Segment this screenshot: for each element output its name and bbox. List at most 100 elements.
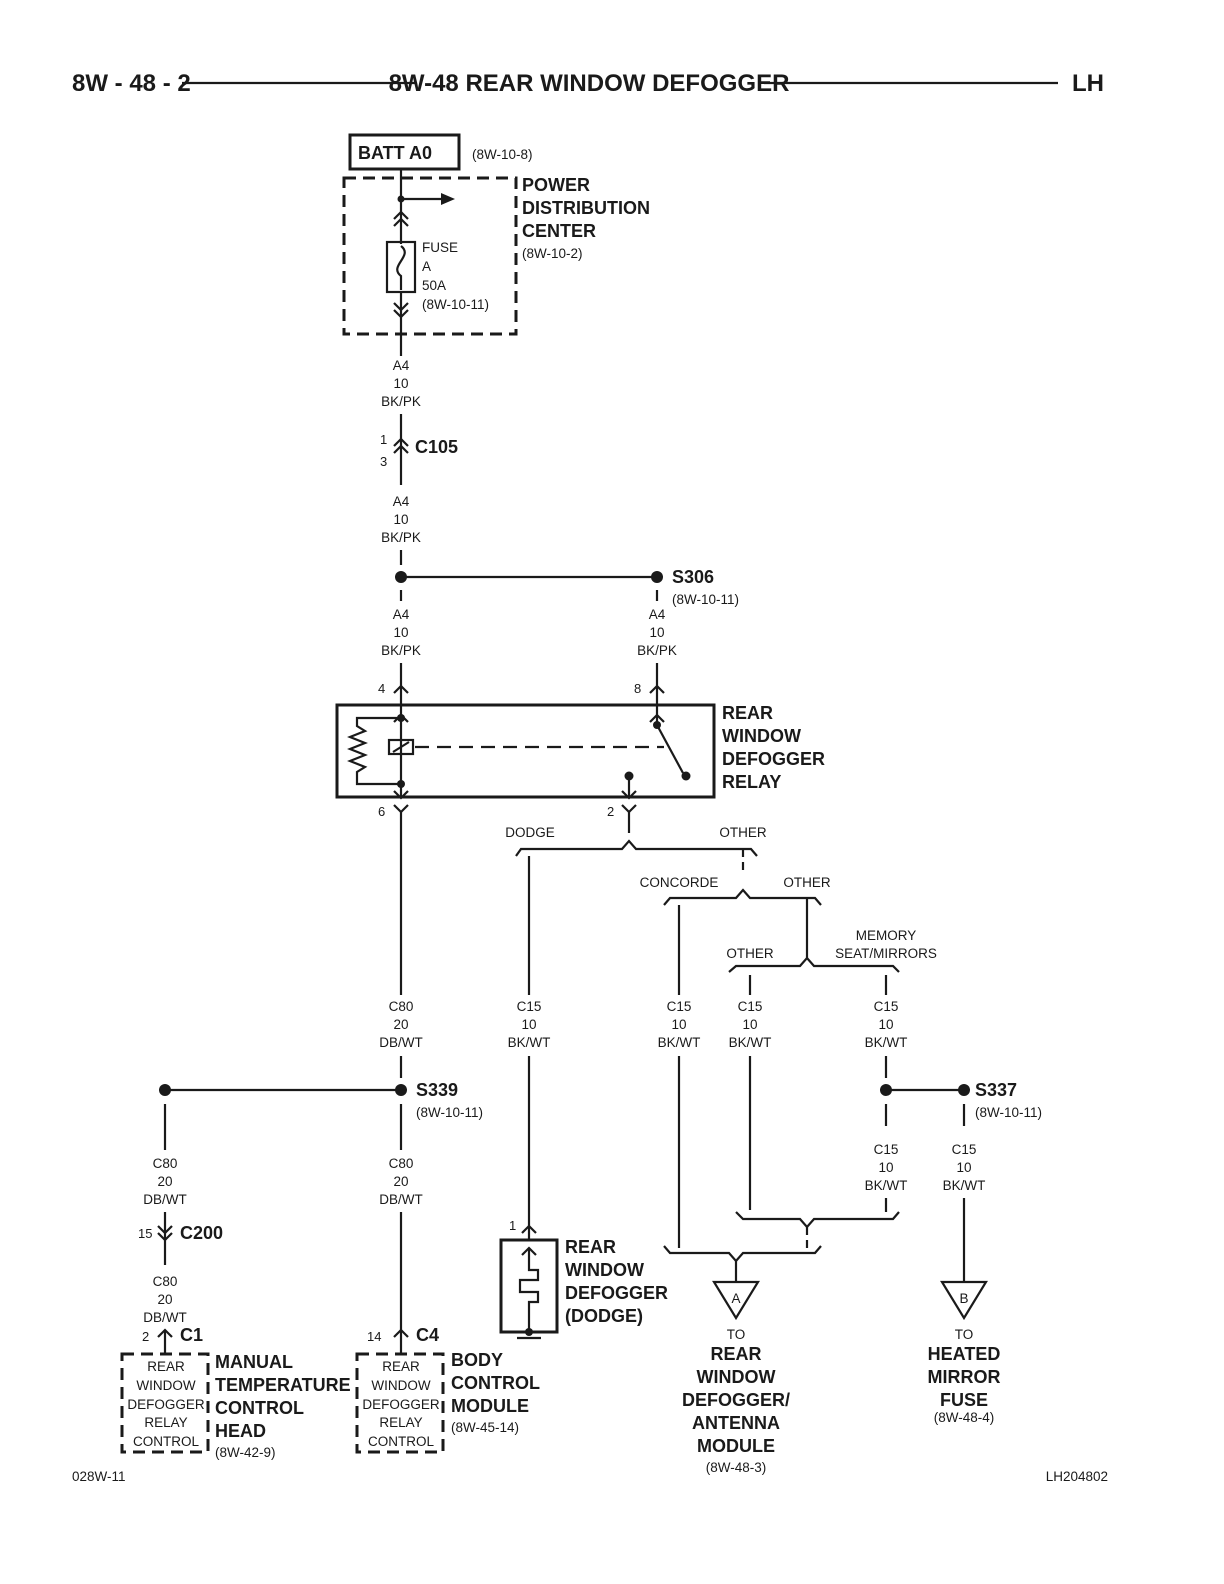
ref-a-letter: A	[731, 1291, 740, 1306]
fuse-label-3: 50A	[422, 278, 446, 293]
page-header: 8W - 48 - 2 8W-48 REAR WINDOW DEFOGGER L…	[72, 70, 1104, 97]
branch-memory-2: SEAT/MIRRORS	[835, 946, 937, 961]
c105-pin-top: 1	[380, 432, 387, 447]
fuse-label-4: (8W-10-11)	[422, 297, 489, 312]
relay-coil-icon	[387, 738, 415, 756]
s339-name: S339	[416, 1080, 458, 1100]
wire-circuit: C80	[389, 999, 414, 1014]
c80-circuit: C80 20 DB/WT S339 (8W-10-11) C80 20 DB/W…	[138, 812, 483, 1354]
s306-ref: (8W-10-11)	[672, 592, 739, 607]
pdc-connector-down-icon	[393, 302, 409, 312]
relay-pin-8: 8	[634, 681, 641, 696]
ref-a-label-4: ANTENNA	[692, 1413, 780, 1433]
chevron-up-icon	[649, 684, 665, 694]
wire-circuit: A4	[393, 494, 410, 509]
c1-name: C1	[180, 1325, 203, 1345]
c105-connector-icon	[393, 437, 409, 447]
ref-b-label-3: FUSE	[940, 1390, 988, 1410]
s337-name: S337	[975, 1080, 1017, 1100]
wire-circuit: C15	[738, 999, 763, 1014]
wire-color: BK/PK	[381, 530, 421, 545]
body-control-module: REAR WINDOW DEFOGGER RELAY CONTROL BODY …	[355, 1350, 540, 1454]
chevron-up-icon	[521, 1224, 537, 1234]
defogger-label-3: DEFOGGER	[565, 1283, 668, 1303]
reference-b: B TO HEATED MIRROR FUSE (8W-48-4)	[928, 1280, 1001, 1425]
wire-color: DB/WT	[379, 1192, 423, 1207]
bcm-label-1: BODY	[451, 1350, 503, 1370]
mtc-label-1: MANUAL	[215, 1352, 293, 1372]
batt-label: BATT A0	[358, 143, 432, 163]
wire-color: BK/WT	[943, 1178, 986, 1193]
bcm-box-line: WINDOW	[371, 1378, 430, 1393]
relay-contact-icon	[681, 771, 691, 781]
ref-b-label-2: MIRROR	[928, 1367, 1001, 1387]
batt-a0: BATT A0 (8W-10-8)	[348, 133, 533, 171]
bcm-box	[355, 1352, 445, 1454]
wire-circuit: C15	[517, 999, 542, 1014]
wire-circuit: A4	[393, 358, 410, 373]
ref-a-ref: (8W-48-3)	[706, 1460, 767, 1475]
merge-bracket	[735, 1211, 900, 1229]
ref-b-label-1: HEATED	[928, 1344, 1001, 1364]
mtc-label-3: CONTROL	[215, 1398, 304, 1418]
wire-color: DB/WT	[143, 1192, 187, 1207]
wire-color: BK/PK	[381, 643, 421, 658]
chevron-down-icon	[621, 804, 637, 814]
defogger-label-2: WINDOW	[565, 1260, 644, 1280]
wire-gauge: 10	[521, 1017, 536, 1032]
relay-pin-6: 6	[378, 804, 385, 819]
pdc-connector-down-icon	[393, 309, 409, 319]
chevron-down-icon	[621, 790, 637, 800]
mtc-ref: (8W-42-9)	[215, 1445, 276, 1460]
rear-window-defogger-relay: 4 8 REAR WINDOW DEFOGGER RELAY 6 2	[335, 681, 825, 819]
pdc-ref: (8W-10-2)	[522, 246, 583, 261]
pdc-line2: DISTRIBUTION	[522, 198, 650, 218]
branch-concorde: CONCORDE	[640, 875, 719, 890]
wire-circuit: A4	[393, 607, 410, 622]
wire-color: BK/WT	[865, 1035, 908, 1050]
relay-label-2: WINDOW	[722, 726, 801, 746]
wire-gauge: 10	[742, 1017, 757, 1032]
c105-connector-icon	[393, 444, 409, 454]
s306-splice: S306 (8W-10-11) A4 10 BK/PK A4 10 BK/PK	[381, 567, 739, 705]
branch-dodge: DODGE	[505, 825, 555, 840]
footer-right-code: LH204802	[1046, 1469, 1108, 1484]
ground-node	[525, 1328, 533, 1336]
wire-gauge: 10	[393, 512, 408, 527]
c4-name: C4	[416, 1325, 439, 1345]
pdc-line1: POWER	[522, 175, 590, 195]
pdc-connector-up-icon	[393, 210, 409, 220]
resistor-icon	[347, 716, 401, 786]
mtc-box-line: RELAY	[144, 1415, 187, 1430]
mtc-box-line: CONTROL	[133, 1434, 199, 1449]
ref-a-label-3: DEFOGGER/	[682, 1390, 790, 1410]
mtc-label-4: HEAD	[215, 1421, 266, 1441]
wire-gauge: 20	[393, 1174, 408, 1189]
wire-color: BK/WT	[508, 1035, 551, 1050]
batt-box	[348, 133, 461, 171]
splice-node	[651, 571, 663, 583]
wire-gauge: 10	[671, 1017, 686, 1032]
bcm-label-3: MODULE	[451, 1396, 529, 1416]
branch-bracket	[728, 956, 900, 973]
ref-b-letter: B	[959, 1291, 968, 1306]
bcm-label-2: CONTROL	[451, 1373, 540, 1393]
rear-window-defogger-dodge: 1 REAR WINDOW DEFOGGER (DODGE)	[499, 1218, 668, 1340]
wire-gauge: 20	[157, 1292, 172, 1307]
merge-bracket	[663, 1245, 822, 1263]
bcm-box-line: REAR	[382, 1359, 420, 1374]
wire-gauge: 10	[393, 625, 408, 640]
bcm-ref: (8W-45-14)	[451, 1420, 519, 1435]
bcm-box-line: RELAY	[379, 1415, 422, 1430]
fuse-label-2: A	[422, 259, 431, 274]
defogger-pin: 1	[509, 1218, 516, 1233]
wire-circuit: C15	[667, 999, 692, 1014]
s339-ref: (8W-10-11)	[416, 1105, 483, 1120]
reference-triangle-icon	[712, 1280, 760, 1321]
c4-connector-icon	[393, 1328, 409, 1338]
c105-name: C105	[415, 437, 458, 457]
reference-a: A TO REAR WINDOW DEFOGGER/ ANTENNA MODUL…	[682, 1280, 790, 1475]
page-number: 8W - 48 - 2	[72, 70, 191, 97]
wire-color: BK/WT	[729, 1035, 772, 1050]
mtc-box-line: REAR	[147, 1359, 185, 1374]
